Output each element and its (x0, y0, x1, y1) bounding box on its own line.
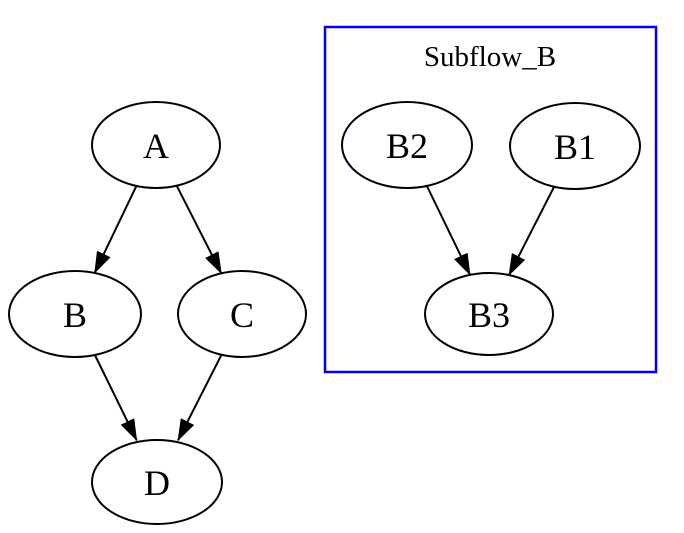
node-B-shape (8, 270, 142, 358)
cluster-subflow-b-label: Subflow_B (424, 41, 556, 73)
edge-A-C (175, 185, 223, 275)
edge-B-D (94, 354, 138, 442)
node-C: C (177, 270, 307, 358)
node-A-shape (91, 101, 221, 189)
node-B1-shape (509, 102, 641, 190)
edge-B1-B3 (508, 186, 556, 276)
node-B2: B2 (341, 101, 473, 189)
node-B3-label: B3 (468, 295, 510, 335)
node-B3-shape (424, 272, 554, 356)
node-D-shape (91, 439, 223, 525)
node-A: A (91, 101, 221, 189)
cluster-subflow-b-border (323, 25, 658, 374)
edges-subflow (426, 185, 556, 276)
node-C-label: C (230, 295, 254, 335)
node-D: D (91, 439, 223, 525)
node-B: B (8, 270, 142, 358)
node-B1-label: B1 (554, 127, 596, 167)
node-D-label: D (144, 463, 170, 503)
cluster-subflow-b: Subflow_B (323, 25, 658, 374)
node-C-shape (177, 270, 307, 358)
node-B2-shape (341, 101, 473, 189)
edge-A-B (93, 185, 138, 274)
edge-C-D (177, 354, 223, 442)
edge-B2-B3 (426, 185, 471, 276)
node-B1: B1 (509, 102, 641, 190)
node-B3: B3 (424, 272, 554, 356)
node-B2-label: B2 (386, 126, 428, 166)
node-A-label: A (143, 126, 169, 166)
edges-main (93, 185, 223, 442)
node-B-label: B (63, 295, 87, 335)
